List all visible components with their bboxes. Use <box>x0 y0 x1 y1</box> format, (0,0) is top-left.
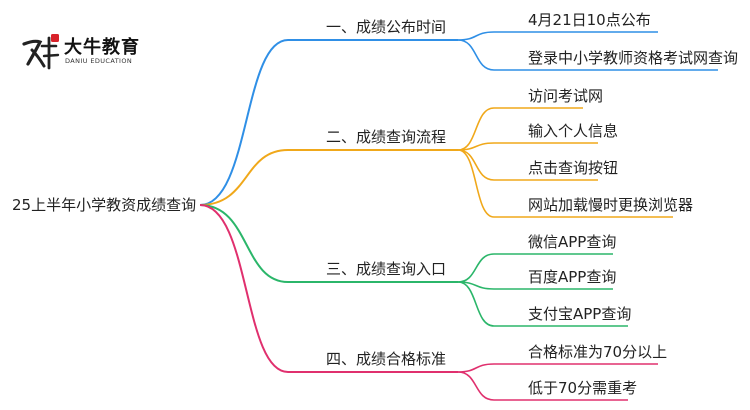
root-topic: 25上半年小学教资成绩查询 <box>12 196 196 214</box>
child-label-1-1: 4月21日10点公布 <box>528 11 651 29</box>
branch-connector-2 <box>199 149 289 206</box>
logo-name-en: DANIU EDUCATION <box>65 57 133 65</box>
branch-connector-4 <box>199 204 289 373</box>
child-connector-4-2 <box>457 371 495 401</box>
child-connector-4-1 <box>457 363 495 373</box>
child-connector-1-1 <box>457 31 495 41</box>
child-connector-1-2 <box>457 39 495 71</box>
child-connector-3-1 <box>457 253 495 283</box>
child-connector-2-3 <box>457 149 495 181</box>
branch-connector-3 <box>199 204 289 283</box>
child-label-3-3: 支付宝APP查询 <box>528 305 631 323</box>
child-connector-3-3 <box>457 281 495 327</box>
branch-connector-1 <box>199 39 289 206</box>
child-connector-2-2 <box>457 142 495 151</box>
child-label-2-2: 输入个人信息 <box>528 122 618 140</box>
logo: 大牛教育 DANIU EDUCATION <box>18 30 158 74</box>
child-label-1-2: 登录中小学教师资格考试网查询 <box>528 49 738 67</box>
child-label-3-2: 百度APP查询 <box>528 268 616 286</box>
child-label-4-2: 低于70分需重考 <box>528 379 637 397</box>
branch-label-4: 四、成绩合格标准 <box>326 350 446 368</box>
child-connector-2-4 <box>457 149 495 218</box>
branch-label-1: 一、成绩公布时间 <box>326 18 446 36</box>
child-label-2-4: 网站加载慢时更换浏览器 <box>528 196 693 214</box>
logo-name-cn: 大牛教育 <box>64 37 140 58</box>
child-connector-2-1 <box>457 107 495 151</box>
child-label-3-1: 微信APP查询 <box>528 233 616 251</box>
child-label-2-3: 点击查询按钮 <box>528 159 618 177</box>
child-label-2-1: 访问考试网 <box>528 87 603 105</box>
branch-label-2: 二、成绩查询流程 <box>326 128 446 146</box>
branch-label-3: 三、成绩查询入口 <box>326 260 446 278</box>
daniu-logo-icon <box>22 34 60 70</box>
child-label-4-1: 合格标准为70分以上 <box>528 343 667 361</box>
